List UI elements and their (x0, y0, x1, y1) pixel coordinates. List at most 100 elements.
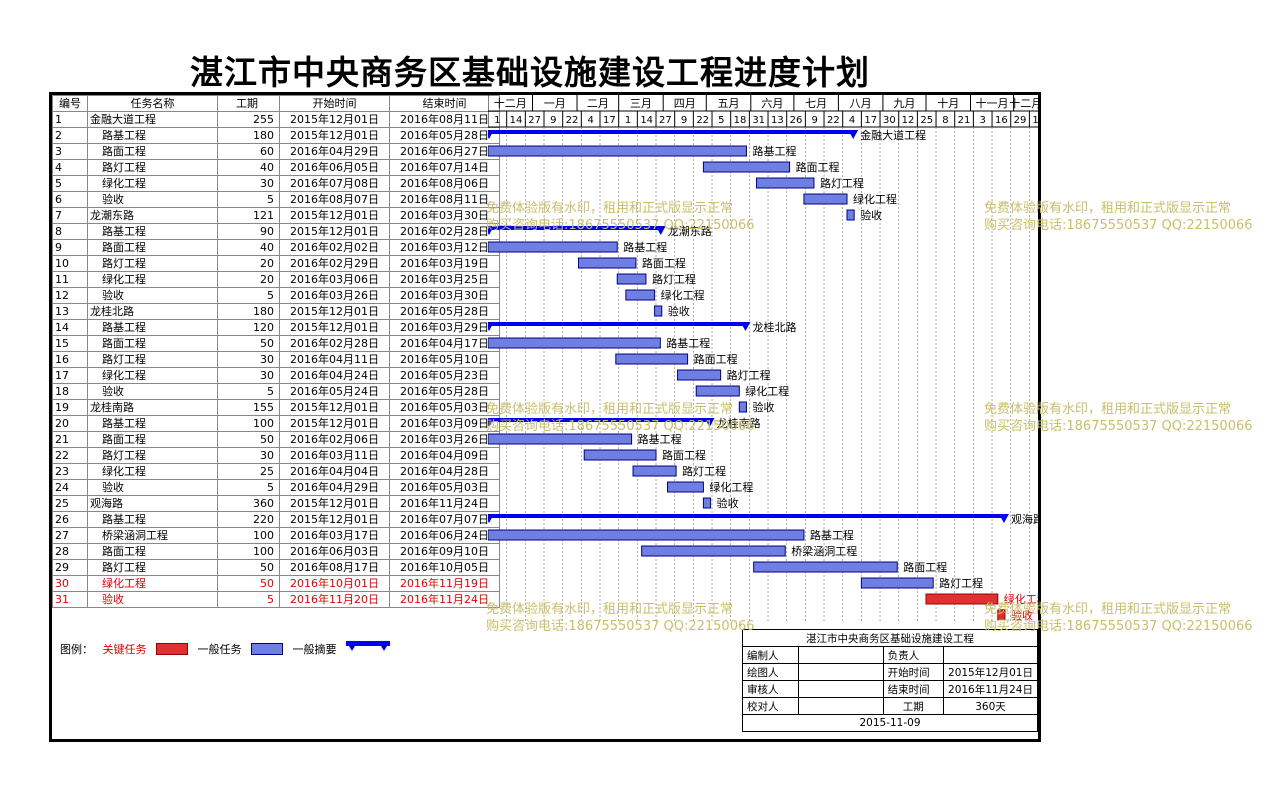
task-start: 2015年12月01日 (279, 207, 390, 224)
task-duration: 155 (217, 399, 280, 416)
month-label: 六月 (761, 97, 783, 110)
tick-label: 27 (659, 115, 672, 126)
task-end: 2016年03月19日 (389, 255, 500, 272)
task-name: 验收 (87, 591, 218, 608)
task-name: 绿化工程 (87, 271, 218, 288)
bar-label: 路基工程 (638, 433, 682, 446)
task-end: 2016年03月12日 (389, 239, 500, 256)
tick-label: 27 (528, 115, 541, 126)
task-end: 2016年08月11日 (389, 111, 500, 128)
month-label: 七月 (805, 97, 827, 110)
tb-start-label: 开始时间 (882, 663, 945, 681)
page-title: 湛江市中央商务区基础设施建设工程进度计划 (190, 53, 870, 92)
task-start: 2016年04月11日 (279, 351, 390, 368)
task-start: 2015年12月01日 (279, 495, 390, 512)
bar-label: 验收 (717, 496, 739, 510)
tick-label: 5 (718, 115, 724, 126)
task-name: 龙潮东路 (87, 207, 218, 224)
task-id: 29 (52, 559, 88, 576)
task-bar (695, 385, 740, 397)
task-bar (803, 193, 848, 205)
task-start: 2015年12月01日 (279, 127, 390, 144)
task-name: 路基工程 (87, 127, 218, 144)
task-bar (488, 433, 633, 445)
task-id: 15 (52, 335, 88, 352)
summary-end-marker (848, 130, 859, 139)
tb-end-label: 结束时间 (882, 680, 945, 698)
tick-label: 9 (550, 115, 556, 126)
task-duration: 180 (217, 303, 280, 320)
task-start: 2016年04月24日 (279, 367, 390, 384)
task-duration: 100 (217, 527, 280, 544)
task-start: 2015年12月01日 (279, 223, 390, 240)
tick-label: 30 (883, 115, 896, 126)
task-name: 桥梁涵洞工程 (87, 527, 218, 544)
task-bar (632, 465, 677, 477)
task-name: 路面工程 (87, 143, 218, 160)
task-end: 2016年06月24日 (389, 527, 500, 544)
task-bar (925, 593, 999, 605)
task-id: 4 (52, 159, 88, 176)
summary-start-marker (488, 418, 494, 427)
task-id: 27 (52, 527, 88, 544)
bar-label: 龙桂北路 (752, 320, 796, 334)
month-label: 十二月 (1009, 96, 1038, 110)
bar-label: 路面工程 (642, 257, 686, 270)
task-start: 2016年03月11日 (279, 447, 390, 464)
task-bar (488, 241, 618, 253)
task-id: 8 (52, 223, 88, 240)
legend: 图例： 关键任务 一般任务 一般摘要 (60, 640, 390, 657)
tick-label: 29 (1014, 115, 1027, 126)
legend-summary-label: 一般摘要 (292, 643, 337, 656)
summary-bar (488, 322, 747, 326)
task-duration: 50 (217, 335, 280, 352)
summary-bar (488, 130, 855, 134)
task-bar (583, 449, 657, 461)
task-start: 2016年02月02日 (279, 239, 390, 256)
task-id: 24 (52, 479, 88, 496)
tick-label: 4 (587, 115, 593, 126)
tick-label: 22 (696, 115, 709, 126)
gantt-chart: 十二月一月二月三月四月五月六月七月八月九月十月十一月十二月11427922417… (488, 95, 1038, 623)
tick-label: 22 (566, 115, 579, 126)
bar-label: 绿化工程 (745, 384, 789, 398)
title-block-project: 湛江市中央商务区基础设施建设工程 (742, 629, 1038, 647)
tick-label: 1 (494, 115, 500, 126)
task-start: 2016年06月03日 (279, 543, 390, 560)
task-duration: 25 (217, 463, 280, 480)
task-start: 2016年02月06日 (279, 431, 390, 448)
summary-start-marker (488, 130, 494, 139)
task-duration: 121 (217, 207, 280, 224)
task-start: 2016年10月01日 (279, 575, 390, 592)
tick-label: 12 (1032, 115, 1038, 126)
bar-label: 路灯工程 (820, 177, 864, 190)
task-duration: 40 (217, 159, 280, 176)
task-name: 龙桂南路 (87, 399, 218, 416)
task-bar (641, 545, 786, 557)
tick-label: 22 (827, 115, 840, 126)
task-end: 2016年05月03日 (389, 479, 500, 496)
task-name: 路基工程 (87, 319, 218, 336)
summary-bar (488, 226, 662, 230)
task-name: 路基工程 (87, 223, 218, 240)
month-label: 十二月 (494, 96, 527, 110)
task-id: 9 (52, 239, 88, 256)
task-end: 2016年10月05日 (389, 559, 500, 576)
tick-label: 4 (849, 115, 855, 126)
task-name: 路面工程 (87, 335, 218, 352)
task-duration: 90 (217, 223, 280, 240)
